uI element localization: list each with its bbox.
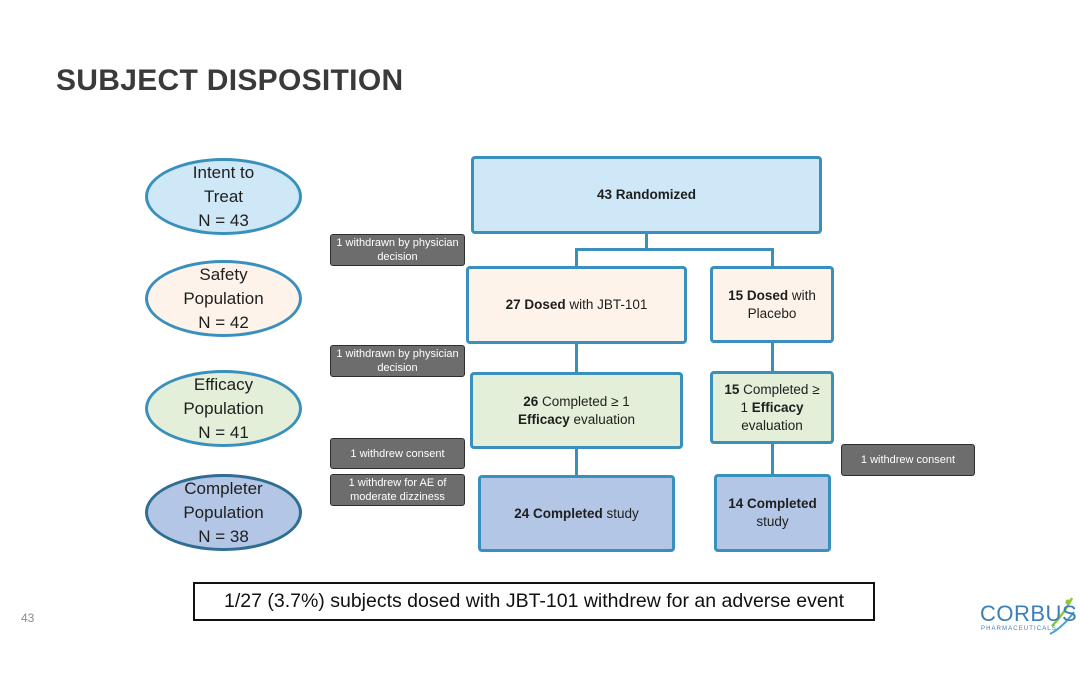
efficacy-jbt-rest: evaluation	[569, 411, 636, 427]
randomized-label: 43 Randomized	[596, 187, 697, 202]
connector-randomized-down	[645, 233, 648, 250]
efficacy-jbt-box: 26 Completed ≥ 1 Efficacy evaluation	[470, 372, 683, 449]
logo-subtitle: PHARMACEUTICALS	[981, 626, 1057, 632]
completed-jbt-box: 24 Completed study	[478, 475, 675, 552]
efficacy-placebo-rest: evaluation	[741, 417, 803, 433]
dosed-jbt-text: 27 Dosed with JBT-101	[506, 296, 648, 314]
dosed-placebo-box: 15 Dosed with Placebo	[710, 266, 834, 343]
connector-branch-left	[575, 248, 578, 267]
dosed-jbt-rest: with JBT-101	[565, 297, 648, 312]
connector-branch-right	[771, 248, 774, 267]
connector-placebo-dosed-efficacy	[771, 342, 774, 372]
randomized-box: 43 Randomized	[471, 156, 822, 234]
adverse-event-text: 1/27 (3.7%) subjects dosed with JBT-101 …	[224, 590, 844, 612]
efficacy-jbt-text: 26 Completed ≥ 1 Efficacy evaluation	[518, 393, 635, 429]
completed-jbt-count: 24 Completed	[514, 505, 603, 521]
itt-line2: Treat	[203, 186, 244, 206]
completed-placebo-box: 14 Completed study	[714, 474, 831, 552]
efficacy-line1: Efficacy	[193, 374, 254, 394]
completer-population-ellipse: Completer Population N = 38	[145, 474, 302, 551]
note-withdrew-consent-left: 1 withdrew consent	[330, 438, 465, 469]
dosed-jbt-count: 27 Dosed	[505, 297, 566, 312]
completed-jbt-text: 24 Completed study	[514, 505, 639, 523]
completed-placebo-rest: study	[756, 514, 789, 529]
dosed-placebo-count: 15 Dosed	[728, 287, 789, 303]
safety-line1: Safety	[199, 264, 248, 284]
completed-placebo-count: 14 Completed	[728, 496, 817, 511]
corbus-logo-mark: CORBUS PHARMACEUTICALS	[980, 597, 1077, 635]
completer-line2: Population	[183, 502, 264, 522]
efficacy-jbt-efficacy: Efficacy	[517, 411, 570, 427]
note-withdrew-consent-right: 1 withdrew consent	[841, 444, 975, 476]
efficacy-placebo-count: 15	[724, 381, 740, 397]
corbus-logo: CORBUS PHARMACEUTICALS	[980, 588, 1077, 646]
connector-placebo-efficacy-completed	[771, 443, 774, 475]
efficacy-placebo-text: 15 Completed ≥ 1 Efficacy evaluation	[719, 381, 825, 435]
efficacy-placebo-box: 15 Completed ≥ 1 Efficacy evaluation	[710, 371, 834, 444]
connector-jbt-dosed-efficacy	[575, 343, 578, 373]
note-withdrawn-physician-2: 1 withdrawn by physician decision	[330, 345, 465, 377]
connector-branch-horizontal	[575, 248, 774, 251]
efficacy-population-ellipse: Efficacy Population N = 41	[145, 370, 302, 447]
efficacy-count: N = 41	[198, 422, 249, 442]
dosed-jbt-box: 27 Dosed with JBT-101	[466, 266, 687, 344]
itt-line1: Intent to	[192, 162, 255, 182]
safety-population-ellipse: Safety Population N = 42	[145, 260, 302, 337]
completer-count: N = 38	[198, 526, 249, 546]
efficacy-placebo-mid: Completed ≥ 1	[739, 381, 820, 415]
completed-jbt-rest: study	[602, 505, 639, 521]
itt-count: N = 43	[198, 210, 249, 230]
page-title: SUBJECT DISPOSITION	[56, 64, 404, 97]
efficacy-placebo-efficacy: Efficacy	[751, 399, 804, 415]
safety-line2: Population	[183, 288, 264, 308]
connector-jbt-efficacy-completed	[575, 448, 578, 476]
note-withdrew-ae-dizziness: 1 withdrew for AE of moderate dizziness	[330, 474, 465, 506]
page-number: 43	[21, 611, 35, 625]
dosed-placebo-rest: with Placebo	[747, 287, 816, 321]
completed-placebo-text: 14 Completed study	[725, 495, 820, 531]
note-withdrawn-physician-1: 1 withdrawn by physician decision	[330, 234, 465, 266]
safety-count: N = 42	[198, 312, 249, 332]
efficacy-jbt-mid: Completed ≥ 1	[538, 393, 630, 409]
efficacy-jbt-count: 26	[523, 393, 539, 409]
dosed-placebo-text: 15 Dosed with Placebo	[717, 287, 827, 323]
completer-line1: Completer	[184, 478, 263, 498]
logo-wordmark: CORBUS	[980, 601, 1076, 626]
itt-population-ellipse: Intent to Treat N = 43	[145, 158, 302, 235]
adverse-event-callout: 1/27 (3.7%) subjects dosed with JBT-101 …	[193, 582, 875, 621]
efficacy-line2: Population	[183, 398, 264, 418]
